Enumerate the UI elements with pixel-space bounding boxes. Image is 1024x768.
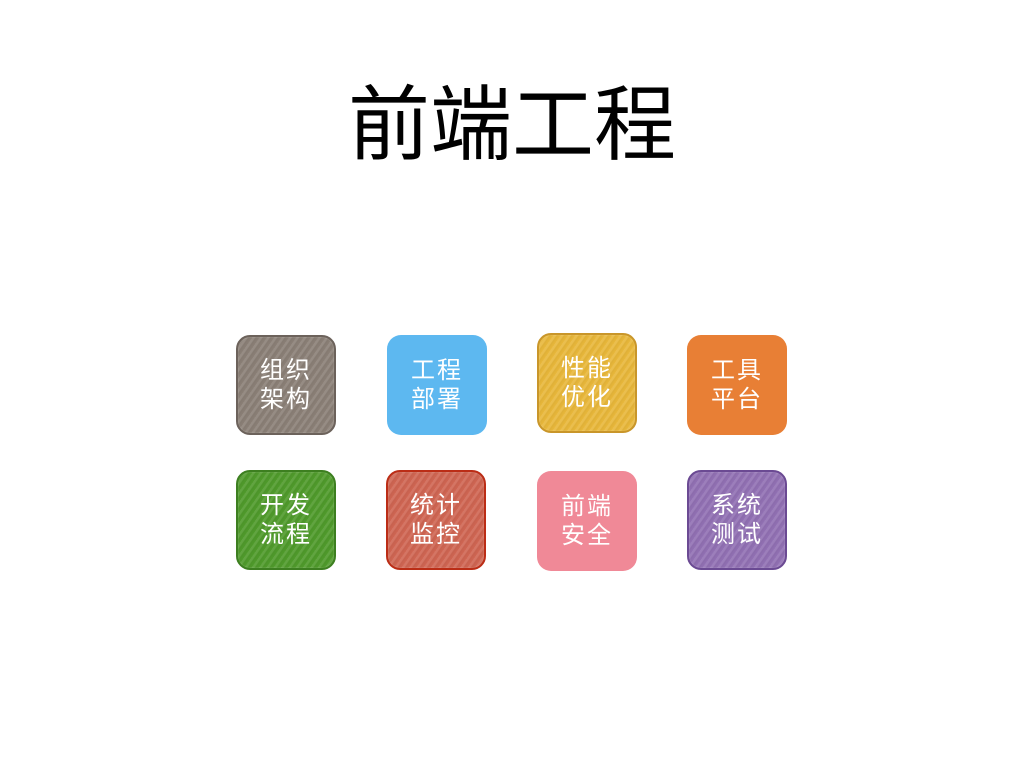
tile-tool-platform[interactable]: 工具平台 <box>687 335 787 435</box>
tile-label: 系统测试 <box>711 491 763 548</box>
slide-title: 前端工程 <box>347 78 676 173</box>
tile-engineering-deploy[interactable]: 工程部署 <box>387 335 487 435</box>
tile-performance[interactable]: 性能优化 <box>537 333 637 433</box>
tile-dev-process[interactable]: 开发流程 <box>236 470 336 570</box>
tile-label: 组织架构 <box>260 356 312 413</box>
tile-system-testing[interactable]: 系统测试 <box>687 470 787 570</box>
tile-label: 统计监控 <box>410 491 462 548</box>
tile-org-structure[interactable]: 组织架构 <box>236 335 336 435</box>
tile-label: 工程部署 <box>411 356 463 413</box>
tile-label: 性能优化 <box>561 354 613 411</box>
tile-label: 前端安全 <box>561 492 613 549</box>
tile-label: 开发流程 <box>260 491 312 548</box>
tile-label: 工具平台 <box>711 356 763 413</box>
tile-stats-monitoring[interactable]: 统计监控 <box>386 470 486 570</box>
tile-frontend-security[interactable]: 前端安全 <box>537 471 637 571</box>
